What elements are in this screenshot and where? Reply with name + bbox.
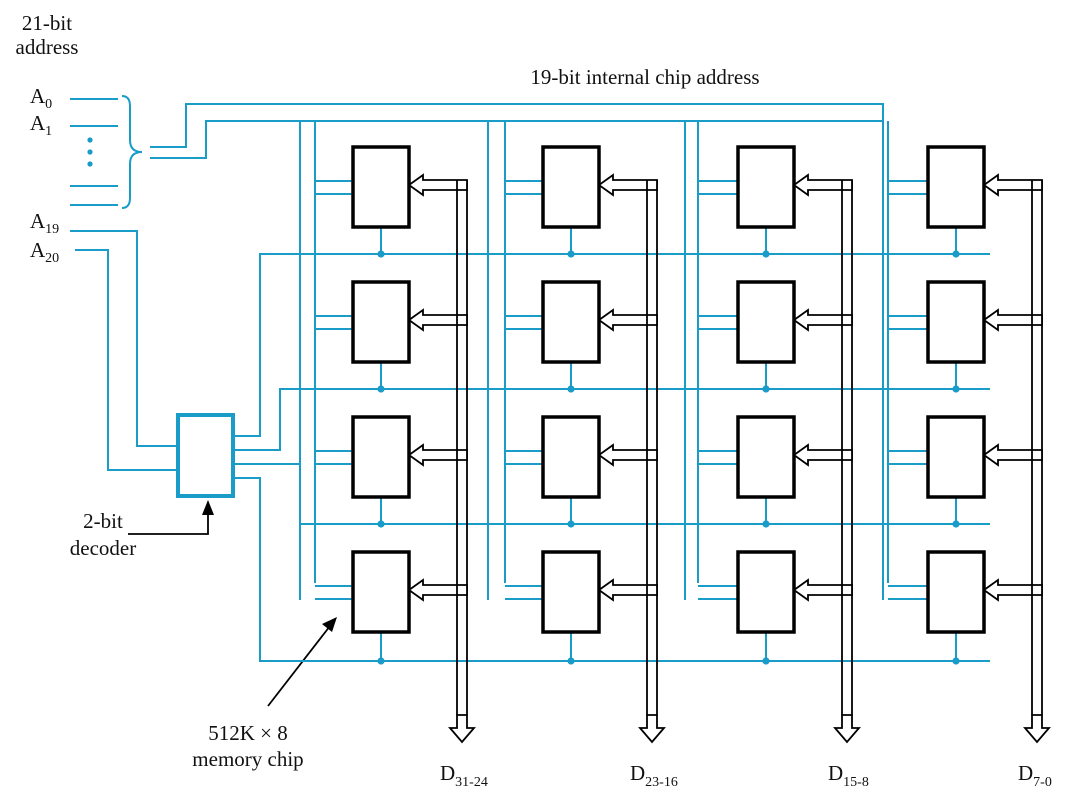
data-arrow-r4c1 xyxy=(407,578,468,602)
data-arrow-r4c2 xyxy=(597,578,658,602)
data-output-d31-24: D31-24 xyxy=(440,761,488,790)
data-output-arrow-col-2 xyxy=(638,714,666,744)
data-arrow-r3c2 xyxy=(597,443,658,467)
internal-address-label: 19-bit internal chip address xyxy=(530,65,759,89)
chip-pointer-arrow xyxy=(267,617,337,707)
memory-chip-r4c1 xyxy=(351,550,411,634)
memory-chip-r1c2 xyxy=(541,145,601,229)
address-label-line1: 21-bit xyxy=(22,11,72,35)
data-arrow-r2c2 xyxy=(597,308,658,332)
memory-chip-r3c2 xyxy=(541,415,601,499)
memory-chip-r2c3 xyxy=(736,280,796,364)
internal-address-bus xyxy=(150,103,884,159)
decoder-pointer-arrow xyxy=(128,500,214,535)
memory-chip-grid xyxy=(351,145,986,634)
data-output-d15-8: D15-8 xyxy=(828,761,869,790)
decoder-label-line1: 2-bit xyxy=(83,509,123,533)
memory-chip-r3c4 xyxy=(926,415,986,499)
address-pin-a1: A1 xyxy=(30,111,52,139)
data-output-arrow-col-4 xyxy=(1023,714,1051,744)
data-buses xyxy=(407,173,1051,744)
address-brace xyxy=(121,95,143,209)
memory-chip-r2c2 xyxy=(541,280,601,364)
data-arrow-r4c3 xyxy=(792,578,853,602)
wiring xyxy=(233,120,990,665)
data-arrow-r1c2 xyxy=(597,173,658,197)
address-pin-a20: A20 xyxy=(30,238,59,266)
memory-chip-r1c1 xyxy=(351,145,411,229)
enable-line-row-3 xyxy=(233,463,990,525)
memory-chip-r3c3 xyxy=(736,415,796,499)
data-output-d23-16: D23-16 xyxy=(630,761,678,790)
memory-chip-r4c2 xyxy=(541,550,601,634)
data-arrow-r2c1 xyxy=(407,308,468,332)
enable-line-row-1 xyxy=(233,253,990,437)
memory-chip-r2c1 xyxy=(351,280,411,364)
data-output-d7-0: D7-0 xyxy=(1018,761,1052,790)
data-arrow-r4c4 xyxy=(982,578,1043,602)
memory-chip-r2c4 xyxy=(926,280,986,364)
data-arrow-r3c3 xyxy=(792,443,853,467)
enable-line-row-2 xyxy=(233,388,990,451)
chip-label-line1: 512K × 8 xyxy=(208,721,288,745)
memory-chip-r4c3 xyxy=(736,550,796,634)
address-input-lines xyxy=(70,98,118,206)
memory-chip-r1c4 xyxy=(926,145,986,229)
data-output-arrow-col-3 xyxy=(833,714,861,744)
ellipsis-dots xyxy=(87,137,93,167)
chip-label-line2: memory chip xyxy=(192,747,303,771)
address-pin-a0: A0 xyxy=(30,84,52,112)
enable-line-row-4 xyxy=(233,477,990,662)
data-arrow-r1c1 xyxy=(407,173,468,197)
address-label-line2: address xyxy=(16,35,79,59)
memory-chip-r3c1 xyxy=(351,415,411,499)
data-arrow-r1c3 xyxy=(792,173,853,197)
memory-chip-r4c4 xyxy=(926,550,986,634)
data-arrow-r2c3 xyxy=(792,308,853,332)
memory-chip-r1c3 xyxy=(736,145,796,229)
data-arrow-r3c1 xyxy=(407,443,468,467)
data-arrow-r3c4 xyxy=(982,443,1043,467)
data-arrow-r2c4 xyxy=(982,308,1043,332)
data-output-arrow-col-1 xyxy=(448,714,476,744)
address-pin-a19: A19 xyxy=(30,209,59,237)
decoder-input-lines xyxy=(70,230,178,471)
decoder-box xyxy=(176,413,235,498)
decoder-label-line2: decoder xyxy=(70,536,136,560)
data-arrow-r1c4 xyxy=(982,173,1043,197)
